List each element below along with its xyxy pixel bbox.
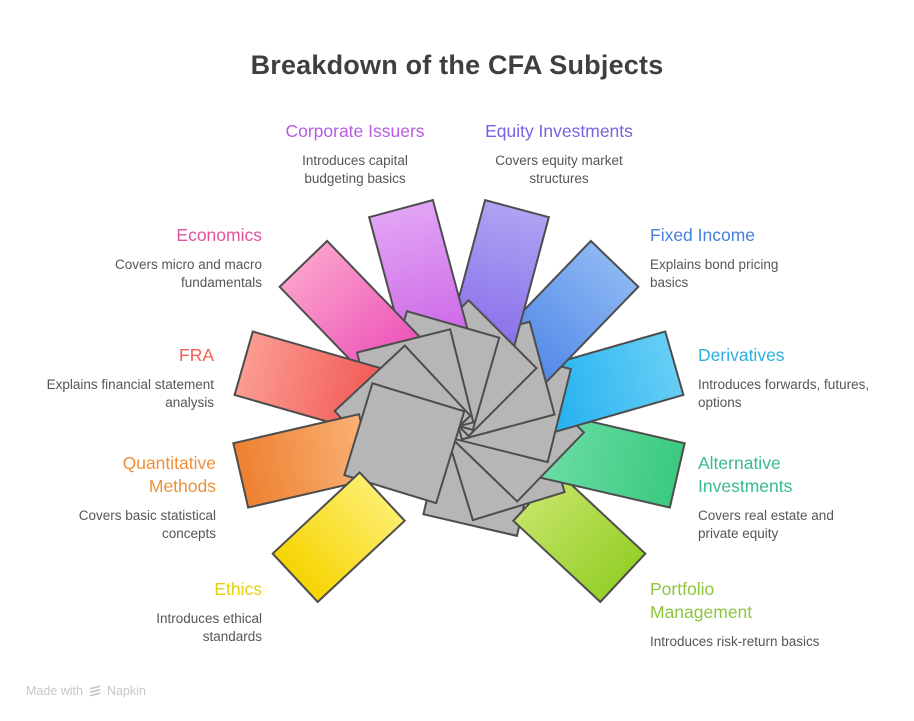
subject-description: Covers equity market structures	[495, 153, 623, 186]
subject-label-ethics: Ethics Introduces ethical standards	[82, 578, 262, 646]
subject-title: Equity Investments	[485, 121, 633, 141]
made-with-napkin-credit: Made with Napkin	[26, 684, 146, 698]
subject-label-fra: FRA Explains financial statement analysi…	[34, 344, 214, 412]
subject-description: Introduces capital budgeting basics	[302, 153, 408, 186]
napkin-logo-icon	[89, 685, 101, 697]
subject-title: Derivatives	[698, 345, 785, 365]
subject-title: Economics	[176, 225, 262, 245]
subject-label-alternative-investments: Alternative Investments Covers real esta…	[698, 452, 873, 543]
page-title: Breakdown of the CFA Subjects	[250, 50, 664, 80]
subject-title: Alternative Investments	[698, 453, 793, 496]
subject-description: Introduces risk-return basics	[650, 634, 820, 649]
subject-description: Covers micro and macro fundamentals	[114, 257, 262, 290]
made-with-text: Made with	[26, 684, 83, 698]
subject-description: Covers real estate and private equity	[698, 508, 834, 541]
subject-title: Quantitative Methods	[122, 453, 216, 496]
subject-description: Introduces forwards, futures, options	[698, 377, 870, 410]
subject-label-corporate-issuers: Corporate Issuers Introduces capital bud…	[245, 120, 465, 188]
subject-label-portfolio-management: Portfolio Management Introduces risk-ret…	[650, 578, 835, 651]
subject-title: Ethics	[214, 579, 262, 599]
subject-label-economics: Economics Covers micro and macro fundame…	[62, 224, 262, 292]
subject-label-quantitative-methods: Quantitative Methods Covers basic statis…	[36, 452, 216, 543]
subject-label-equity-investments: Equity Investments Covers equity market …	[452, 120, 666, 188]
subject-title: Fixed Income	[650, 225, 756, 245]
subject-label-derivatives: Derivatives Introduces forwards, futures…	[698, 344, 883, 412]
subject-title: Portfolio Management	[650, 579, 753, 622]
subject-label-fixed-income: Fixed Income Explains bond pricing basic…	[650, 224, 820, 292]
subject-title: Corporate Issuers	[285, 121, 425, 141]
subject-title: FRA	[179, 345, 214, 365]
subject-description: Explains bond pricing basics	[650, 257, 779, 290]
subject-description: Explains financial statement analysis	[46, 377, 214, 410]
napkin-brand-text: Napkin	[106, 684, 146, 698]
subject-description: Introduces ethical standards	[156, 611, 262, 644]
subject-description: Covers basic statistical concepts	[78, 508, 216, 541]
